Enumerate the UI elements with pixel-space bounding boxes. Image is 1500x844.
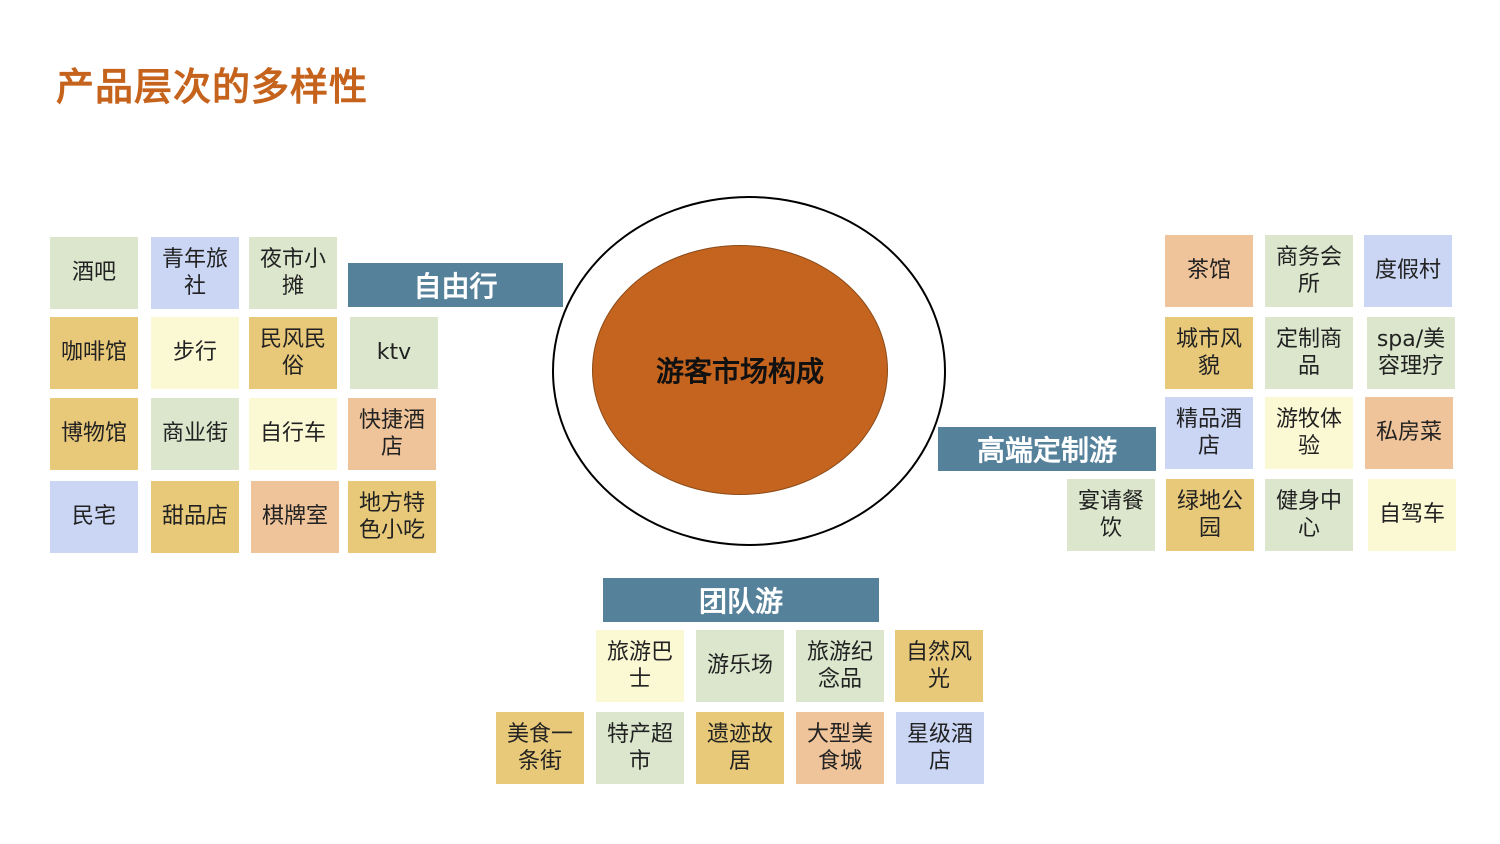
tile-bottom: 大型美食城 bbox=[796, 712, 884, 784]
tile-left: 民风民俗 bbox=[249, 317, 337, 389]
page-title: 产品层次的多样性 bbox=[56, 65, 369, 109]
tile-left: 咖啡馆 bbox=[50, 317, 138, 389]
tile-left: 民宅 bbox=[50, 481, 138, 553]
tile-left: 甜品店 bbox=[151, 481, 239, 553]
tile-right: 宴请餐饮 bbox=[1067, 479, 1155, 551]
tile-left: 快捷酒店 bbox=[348, 398, 436, 470]
tile-bottom: 星级酒店 bbox=[896, 712, 984, 784]
tile-right: 茶馆 bbox=[1165, 235, 1253, 307]
tile-left: 商业街 bbox=[151, 398, 239, 470]
tile-left: 自行车 bbox=[249, 398, 337, 470]
category-self-guided: 自由行 bbox=[348, 263, 563, 307]
tile-left: 青年旅社 bbox=[151, 237, 239, 309]
tile-left: 博物馆 bbox=[50, 398, 138, 470]
tile-left: ktv bbox=[350, 317, 438, 389]
tile-right: 游牧体验 bbox=[1265, 397, 1353, 469]
tile-right: spa/美容理疗 bbox=[1367, 317, 1455, 389]
tile-right: 商务会所 bbox=[1265, 235, 1353, 307]
category-high-end: 高端定制游 bbox=[938, 427, 1156, 471]
tile-right: 绿地公园 bbox=[1166, 479, 1254, 551]
tile-right: 度假村 bbox=[1364, 235, 1452, 307]
tile-left: 酒吧 bbox=[50, 237, 138, 309]
tile-bottom: 美食一条街 bbox=[496, 712, 584, 784]
tile-right: 自驾车 bbox=[1368, 479, 1456, 551]
tile-bottom: 自然风光 bbox=[895, 630, 983, 702]
category-group: 团队游 bbox=[603, 578, 879, 622]
tile-left: 地方特色小吃 bbox=[348, 481, 436, 553]
tile-left: 棋牌室 bbox=[251, 481, 339, 553]
center-node: 游客市场构成 bbox=[592, 245, 888, 495]
tile-right: 健身中心 bbox=[1265, 479, 1353, 551]
tile-left: 夜市小摊 bbox=[249, 237, 337, 309]
tile-right: 城市风貌 bbox=[1165, 317, 1253, 389]
tile-right: 精品酒店 bbox=[1165, 397, 1253, 469]
tile-left: 步行 bbox=[151, 317, 239, 389]
tile-bottom: 旅游纪念品 bbox=[796, 630, 884, 702]
tile-bottom: 遗迹故居 bbox=[696, 712, 784, 784]
tile-bottom: 旅游巴士 bbox=[596, 630, 684, 702]
tile-right: 定制商品 bbox=[1265, 317, 1353, 389]
tile-bottom: 特产超市 bbox=[596, 712, 684, 784]
tile-bottom: 游乐场 bbox=[696, 630, 784, 702]
tile-right: 私房菜 bbox=[1365, 397, 1453, 469]
